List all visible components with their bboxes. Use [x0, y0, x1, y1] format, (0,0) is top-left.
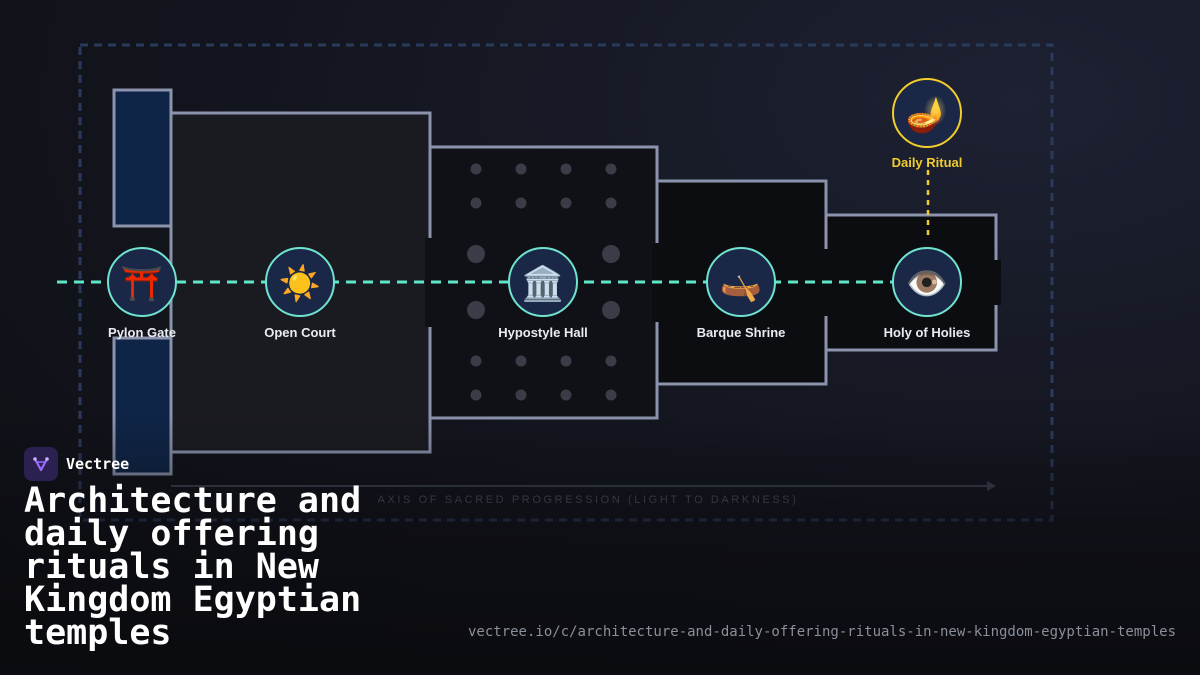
node-pylon-gate: ⛩️ Pylon Gate [107, 247, 177, 340]
node-label: Open Court [264, 325, 336, 340]
torii-gate-icon: ⛩️ [121, 264, 163, 304]
column-marker [560, 389, 572, 401]
column-marker [560, 197, 572, 209]
column-marker [467, 301, 485, 319]
hypostyle-columns [467, 163, 620, 401]
column-marker [515, 197, 527, 209]
brand: Vectree [24, 447, 129, 481]
holy-of-holies-room [824, 213, 998, 352]
classical-building-icon: 🏛️ [522, 264, 564, 304]
canoe-icon: 🛶 [720, 264, 762, 304]
node-label: Pylon Gate [108, 325, 176, 340]
pylon-tower-north [112, 88, 173, 228]
column-marker [605, 197, 617, 209]
node-label: Holy of Holies [884, 325, 971, 340]
node-hypostyle-hall: 🏛️ Hypostyle Hall [498, 247, 588, 340]
column-marker [470, 163, 482, 175]
column-marker [605, 389, 617, 401]
node-daily-ritual: 🪔 Daily Ritual [892, 78, 963, 170]
node-label: Hypostyle Hall [498, 325, 588, 340]
oil-lamp-icon: 🪔 [906, 94, 948, 135]
sanctuary-rear-gap [991, 260, 1001, 305]
node-label: Barque Shrine [697, 325, 786, 340]
court-hall-doorway [425, 238, 435, 327]
column-marker [602, 245, 620, 263]
node-circle [107, 247, 177, 317]
node-circle [706, 247, 776, 317]
column-marker [515, 163, 527, 175]
column-marker [605, 355, 617, 367]
node-open-court: ☀️ Open Court [264, 247, 336, 340]
node-circle [265, 247, 335, 317]
sun-icon: ☀️ [279, 263, 321, 304]
node-barque-shrine: 🛶 Barque Shrine [697, 247, 786, 340]
node-circle [892, 247, 962, 317]
column-marker [602, 301, 620, 319]
node-circle [508, 247, 578, 317]
column-marker [605, 163, 617, 175]
column-marker [515, 355, 527, 367]
column-marker [560, 163, 572, 175]
eye-icon: 👁️ [906, 264, 948, 304]
column-marker [467, 245, 485, 263]
column-marker [515, 389, 527, 401]
column-marker [560, 355, 572, 367]
brand-name: Vectree [66, 455, 130, 473]
source-url: vectree.io/c/architecture-and-daily-offe… [467, 624, 1176, 640]
vectree-logo-icon [24, 447, 58, 481]
column-marker [470, 389, 482, 401]
ritual-label: Daily Ritual [892, 155, 963, 170]
ritual-circle [892, 78, 962, 148]
column-marker [470, 355, 482, 367]
node-holy-of-holies: 👁️ Holy of Holies [884, 247, 971, 340]
column-marker [470, 197, 482, 209]
axis-arrow-head [987, 481, 996, 491]
page-title: Architecture and daily offering rituals … [24, 481, 362, 653]
